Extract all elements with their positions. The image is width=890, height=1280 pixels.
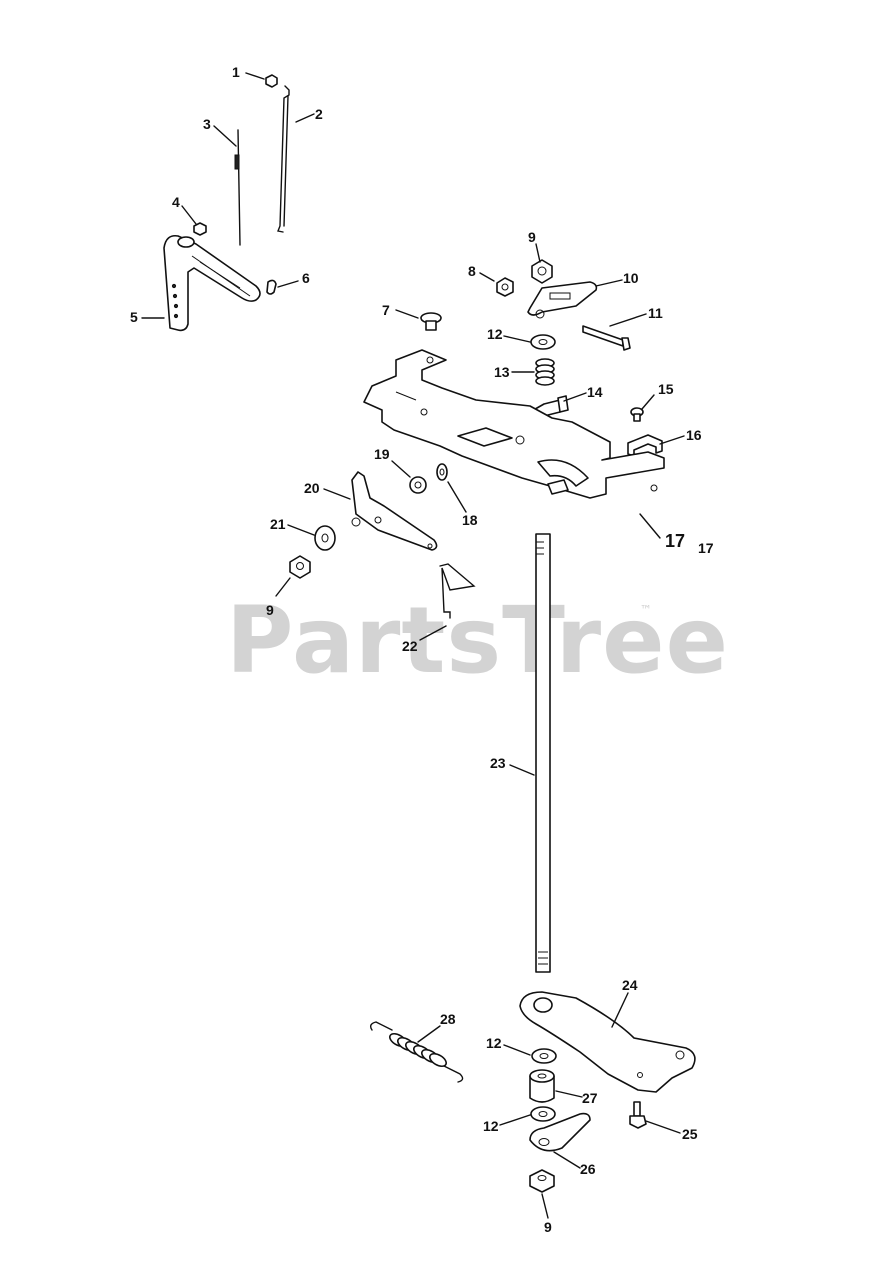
part-15-screw[interactable] bbox=[630, 407, 644, 422]
part-4-nut[interactable] bbox=[193, 222, 207, 236]
part-7-screw[interactable] bbox=[420, 312, 442, 331]
part-27-spacer[interactable] bbox=[529, 1069, 555, 1103]
callout-labels: 1 2 3 4 5 6 7 8 9 10 11 12 13 14 15 16 1… bbox=[130, 64, 714, 1235]
part-20-lever-arm[interactable] bbox=[351, 471, 438, 551]
callout-9-top: 9 bbox=[528, 229, 536, 245]
part-28-spring[interactable] bbox=[369, 1021, 464, 1083]
part-24-plate[interactable] bbox=[519, 991, 696, 1093]
part-21-washer[interactable] bbox=[314, 525, 336, 551]
callout-7: 7 bbox=[382, 302, 390, 318]
callout-16: 16 bbox=[686, 427, 702, 443]
callout-19: 19 bbox=[374, 446, 390, 462]
callout-22: 22 bbox=[402, 638, 418, 654]
callout-24: 24 bbox=[622, 977, 638, 993]
callout-17-secondary: 17 bbox=[698, 540, 714, 556]
callout-9-bottom: 9 bbox=[544, 1219, 552, 1235]
part-3-cable[interactable] bbox=[234, 129, 241, 246]
part-22-rod[interactable] bbox=[439, 563, 476, 619]
part-25-bolt[interactable] bbox=[629, 1101, 647, 1129]
callout-18: 18 bbox=[462, 512, 478, 528]
callout-12-middle: 12 bbox=[486, 1035, 502, 1051]
callout-21: 21 bbox=[270, 516, 286, 532]
callout-25: 25 bbox=[682, 1126, 698, 1142]
callout-11: 11 bbox=[648, 305, 663, 321]
part-9-nut-bottom[interactable] bbox=[529, 1169, 555, 1193]
part-12-washer-middle[interactable] bbox=[531, 1048, 557, 1064]
callout-27: 27 bbox=[582, 1090, 598, 1106]
part-8-nut[interactable] bbox=[496, 277, 514, 297]
leader-lines bbox=[141, 72, 685, 1219]
part-6-clip[interactable] bbox=[266, 279, 277, 295]
callout-8: 8 bbox=[468, 263, 476, 279]
part-5-lever[interactable] bbox=[163, 234, 261, 332]
part-23-shaft[interactable] bbox=[535, 533, 551, 973]
callout-14: 14 bbox=[587, 384, 603, 400]
callout-6: 6 bbox=[302, 270, 310, 286]
part-12-washer-top[interactable] bbox=[530, 334, 556, 350]
callout-2: 2 bbox=[315, 106, 323, 122]
part-9-nut-middle[interactable] bbox=[289, 555, 311, 579]
part-9-nut-top[interactable] bbox=[531, 259, 553, 284]
part-19-washer[interactable] bbox=[409, 476, 427, 494]
part-26-arm[interactable] bbox=[529, 1112, 591, 1152]
callout-5: 5 bbox=[130, 309, 138, 325]
callout-17-main: 17 bbox=[665, 531, 685, 551]
part-17-main-bracket[interactable] bbox=[363, 349, 665, 499]
callout-4: 4 bbox=[172, 194, 180, 210]
part-12-washer-bottom[interactable] bbox=[530, 1106, 556, 1122]
part-10-bracket[interactable] bbox=[527, 281, 598, 319]
part-18-washer[interactable] bbox=[436, 463, 448, 481]
callout-23: 23 bbox=[490, 755, 506, 771]
part-2-rod[interactable] bbox=[277, 85, 290, 233]
part-1-clip[interactable] bbox=[265, 74, 278, 88]
part-11-bolt[interactable] bbox=[582, 325, 631, 351]
callout-12-bottom: 12 bbox=[483, 1118, 499, 1134]
callout-15: 15 bbox=[658, 381, 674, 397]
callout-1: 1 bbox=[232, 64, 240, 80]
callout-9-middle: 9 bbox=[266, 602, 274, 618]
callout-3: 3 bbox=[203, 116, 211, 132]
watermark-trademark: ™ bbox=[640, 603, 652, 617]
watermark-text: PartsTree bbox=[226, 587, 729, 694]
callout-10: 10 bbox=[623, 270, 639, 286]
callout-20: 20 bbox=[304, 480, 320, 496]
part-13-spring[interactable] bbox=[535, 358, 555, 386]
callout-13: 13 bbox=[494, 364, 510, 380]
callout-26: 26 bbox=[580, 1161, 596, 1177]
callout-12-top: 12 bbox=[487, 326, 503, 342]
callout-28: 28 bbox=[440, 1011, 456, 1027]
